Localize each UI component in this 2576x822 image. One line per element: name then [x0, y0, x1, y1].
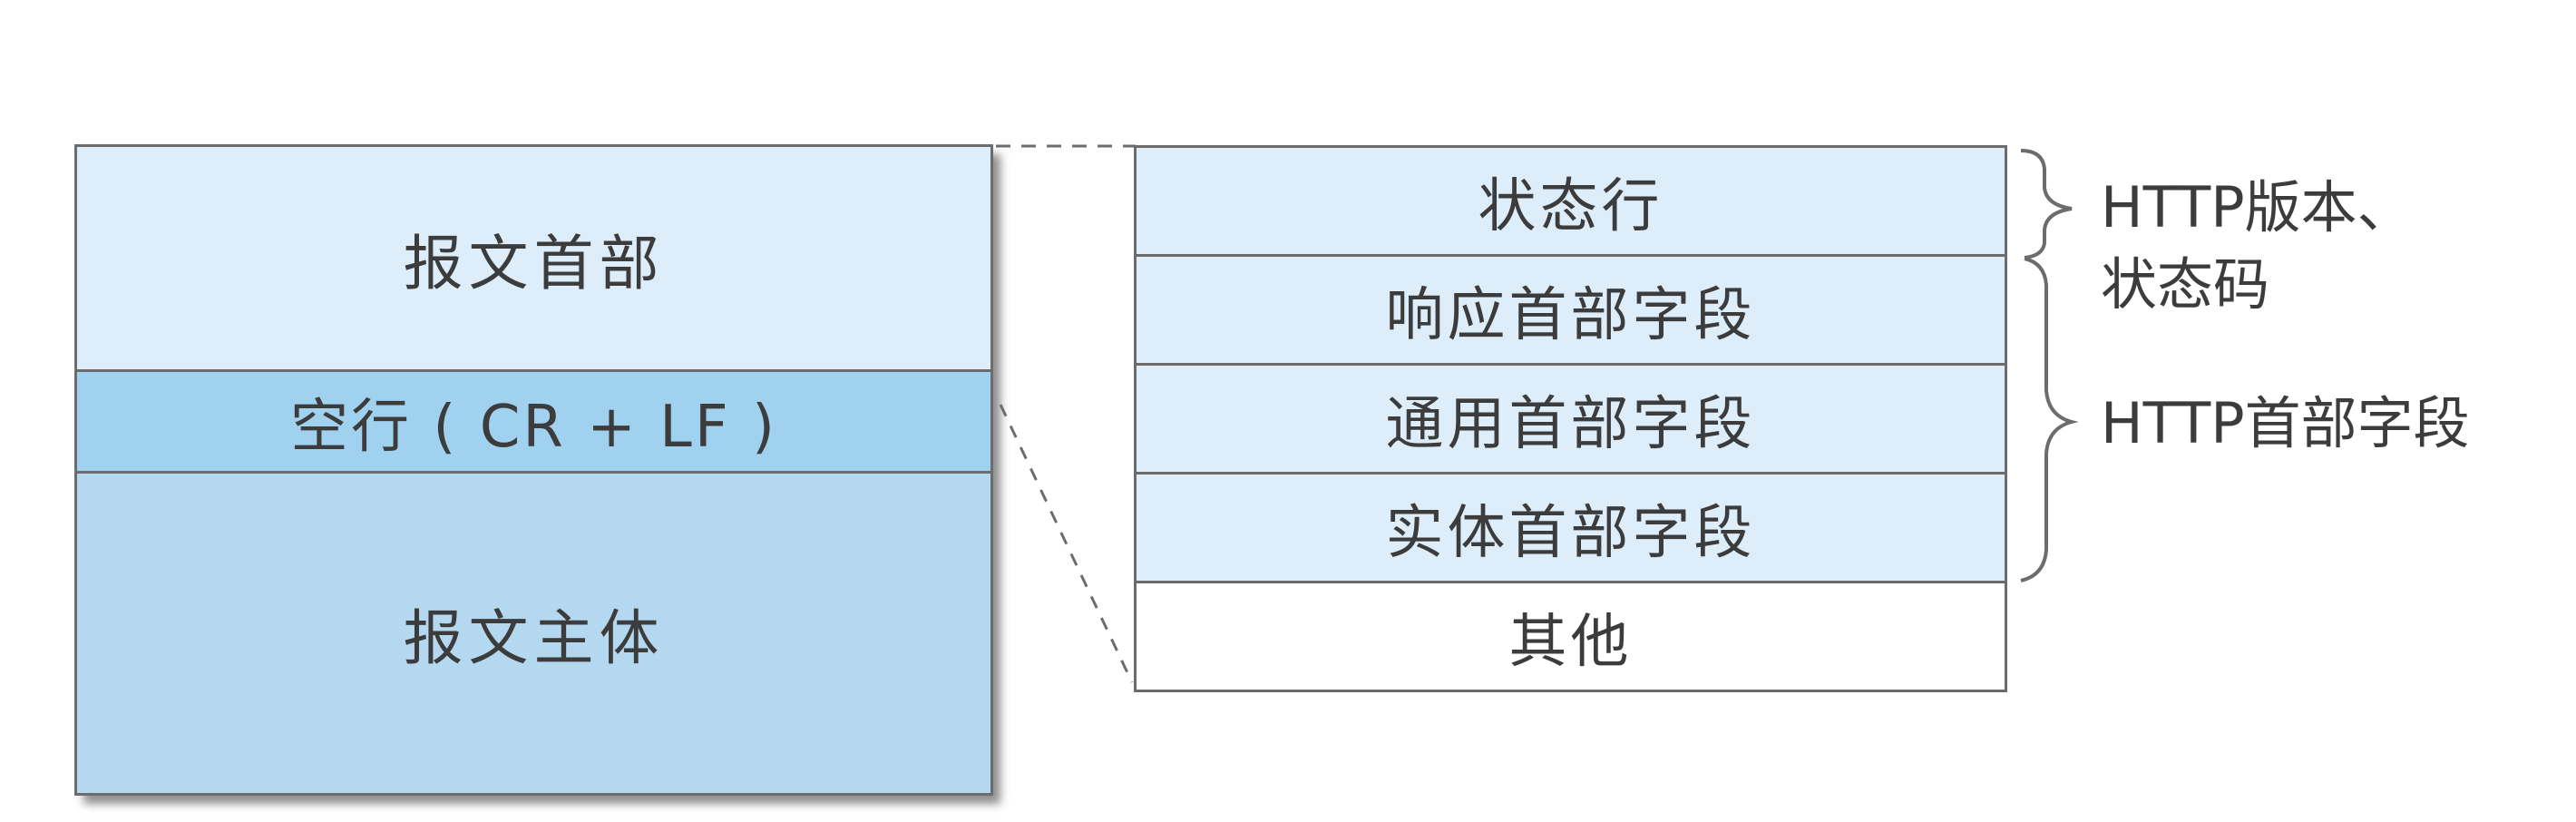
response-header-fields-row: 响应首部字段: [1137, 254, 2005, 363]
message-body-section: 报文主体: [77, 474, 990, 793]
status-line-row: 状态行: [1137, 148, 2005, 254]
message-header-section: 报文首部: [77, 147, 990, 369]
http-message-block: 报文首部 空行 ( CR + LF ) 报文主体: [74, 144, 993, 796]
status-line-brace: [2020, 149, 2073, 259]
blank-line-label: 空行 ( CR + LF ): [290, 393, 777, 461]
header-fields-table: 状态行 响应首部字段 通用首部字段 实体首部字段 其他: [1134, 145, 2007, 692]
general-header-fields-label: 通用首部字段: [1385, 390, 1756, 458]
header-fields-note: HTTP首部字段: [2101, 390, 2470, 456]
other-label: 其他: [1508, 608, 1633, 676]
blank-line-section: 空行 ( CR + LF ): [77, 369, 990, 474]
entity-header-fields-label: 实体首部字段: [1385, 499, 1756, 567]
entity-header-fields-row: 实体首部字段: [1137, 472, 2005, 581]
response-header-fields-label: 响应首部字段: [1385, 281, 1756, 349]
bottom-dashed-connector: [999, 404, 1134, 683]
other-row: 其他: [1137, 581, 2005, 690]
message-header-label: 报文首部: [403, 228, 665, 298]
general-header-fields-row: 通用首部字段: [1137, 363, 2005, 472]
status-line-label: 状态行: [1478, 172, 1664, 240]
header-fields-brace: [2020, 257, 2079, 582]
status-line-note-line1: HTTP版本、: [2101, 174, 2414, 240]
status-line-note-line2: 状态码: [2101, 251, 2270, 318]
message-body-label: 报文主体: [403, 603, 665, 673]
